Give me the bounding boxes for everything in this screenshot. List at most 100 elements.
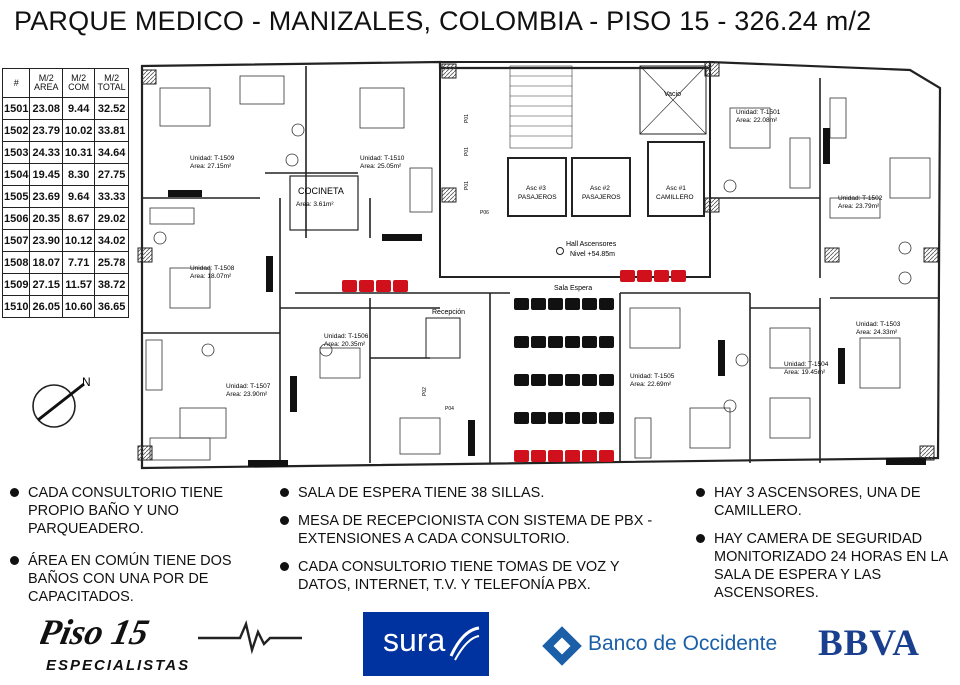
p-label: P01 xyxy=(464,181,470,190)
table-cell: 23.08 xyxy=(29,97,64,120)
waiting-chair xyxy=(565,412,580,424)
unit-area: Area: 25.05m² xyxy=(360,163,402,170)
waiting-chair xyxy=(359,280,374,292)
elevator-1-type: CAMILLERO xyxy=(656,194,694,201)
table-cell: 34.02 xyxy=(94,229,129,252)
note-item: ÁREA EN COMÚN TIENE DOS BAÑOS CON UNA PO… xyxy=(10,552,260,606)
unit-area: Area: 24.33m² xyxy=(856,329,898,336)
elevator-bank: Asc #3 PASAJEROS Asc #2 PASAJEROS Asc #1… xyxy=(507,141,705,217)
furniture xyxy=(145,75,931,461)
table-cell: 11.57 xyxy=(62,273,96,296)
table-cell: 34.64 xyxy=(94,141,129,164)
table-cell: 8.67 xyxy=(62,207,96,230)
waiting-chair xyxy=(637,270,652,282)
column xyxy=(923,247,939,263)
waiting-chair xyxy=(582,374,597,386)
waiting-chair xyxy=(582,450,597,462)
table-cell: 20.35 xyxy=(29,207,64,230)
waiting-chair xyxy=(376,280,391,292)
table-cell: 33.81 xyxy=(94,119,129,142)
waiting-chair xyxy=(514,450,529,462)
waiting-chair xyxy=(548,374,563,386)
table-cell: 10.12 xyxy=(62,229,96,252)
partitions xyxy=(142,66,938,463)
table-cell: 23.90 xyxy=(29,229,64,252)
svg-text:Piso 15: Piso 15 xyxy=(40,612,152,652)
unit-area: Area: 20.35m² xyxy=(324,341,366,348)
table-cell: 38.72 xyxy=(94,273,129,296)
p-label: P01 xyxy=(464,114,470,123)
table-cell: 1505 xyxy=(1,185,31,208)
floor-plan: Vacio Asc #3 PASAJEROS Asc #2 PASAJEROS … xyxy=(137,60,942,470)
waiting-chair xyxy=(531,298,546,310)
column xyxy=(704,197,720,213)
table-cell: 33.33 xyxy=(94,185,129,208)
table-cell: 1501 xyxy=(1,97,31,120)
note-item: HAY 3 ASCENSORES, UNA DE CAMILLERO. xyxy=(696,484,951,520)
table-cell: 1507 xyxy=(1,229,31,252)
unit-area: Area: 27.15m² xyxy=(190,163,232,170)
table-header-row: # M/2 AREA M/2 COM M/2 TOTAL xyxy=(1,68,129,98)
table-cell: 10.31 xyxy=(62,141,96,164)
col-header: M/2 COM xyxy=(62,68,96,98)
waiting-chair xyxy=(514,374,529,386)
hall-label: Hall Ascensores xyxy=(566,241,617,248)
sura-logo: sura xyxy=(363,612,489,676)
waiting-chair xyxy=(565,336,580,348)
unit-name: Unidad: T-1502 xyxy=(838,195,883,202)
waiting-chair xyxy=(514,412,529,424)
elevator-3-label: Asc #3 xyxy=(526,185,546,192)
waiting-chair xyxy=(582,412,597,424)
unit-area: Area: 23.90m² xyxy=(226,391,268,398)
note-item: HAY CAMERA DE SEGURIDAD MONITORIZADO 24 … xyxy=(696,530,951,602)
p-label: P04 xyxy=(445,406,454,412)
waiting-chairs xyxy=(342,270,686,462)
svg-text:N: N xyxy=(82,375,91,389)
bbva-logo: BBVA xyxy=(818,623,921,664)
unit-name: Unidad: T-1501 xyxy=(736,109,781,116)
elevator-3-type: PASAJEROS xyxy=(518,194,557,201)
level-marker xyxy=(556,247,564,255)
waiting-chair xyxy=(531,374,546,386)
table-cell: 25.78 xyxy=(94,251,129,274)
col-header: M/2 AREA xyxy=(29,68,64,98)
unit-name: Unidad: T-1509 xyxy=(190,155,235,162)
column xyxy=(441,63,457,79)
unit-name: Unidad: T-1504 xyxy=(784,361,829,368)
piso15-logo: Piso 15 ESPECIALISTAS xyxy=(34,610,310,676)
column xyxy=(919,445,935,461)
svg-text:ESPECIALISTAS: ESPECIALISTAS xyxy=(46,657,190,674)
waiting-chair xyxy=(548,298,563,310)
p-labels: P01 P01 P01 P06 P02 P04 xyxy=(422,114,489,412)
table-cell: 36.65 xyxy=(94,295,129,318)
banco-occidente-logo: Banco de Occidente xyxy=(540,622,780,668)
table-cell: 18.07 xyxy=(29,251,64,274)
elevator-2-label: Asc #2 xyxy=(590,185,610,192)
waiting-chair xyxy=(565,450,580,462)
table-cell: 27.75 xyxy=(94,163,129,186)
waiting-chair xyxy=(599,412,614,424)
unit-area: Area: 18.07m² xyxy=(190,273,232,280)
table-cell: 23.79 xyxy=(29,119,64,142)
level-label: Nivel +54.85m xyxy=(570,251,615,258)
notes-column-3: HAY 3 ASCENSORES, UNA DE CAMILLERO. HAY … xyxy=(696,484,951,608)
waiting-chair xyxy=(393,280,408,292)
unit-area: Area: 22.08m² xyxy=(736,117,778,124)
table-cell: 29.02 xyxy=(94,207,129,230)
table-cell: 10.60 xyxy=(62,295,96,318)
table-cell: 19.45 xyxy=(29,163,64,186)
reception-desk xyxy=(425,317,461,359)
cocineta-label: COCINETA xyxy=(298,186,344,196)
table-cell: 27.15 xyxy=(29,273,64,296)
waiting-chair xyxy=(531,412,546,424)
table-cell: 1502 xyxy=(1,119,31,142)
cocineta-box xyxy=(289,175,359,231)
column xyxy=(137,247,153,263)
table-cell: 9.44 xyxy=(62,97,96,120)
waiting-chair xyxy=(548,412,563,424)
